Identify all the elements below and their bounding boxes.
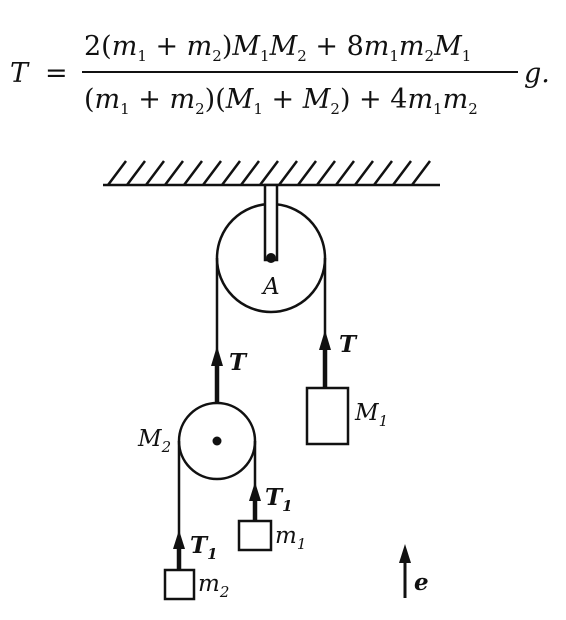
label-m1: m1 [275, 523, 306, 553]
fixed-pulley-A: A [215, 183, 327, 314]
label-M1: M1 [354, 400, 388, 430]
tension-arrow-T-right: T [319, 330, 358, 388]
pulley-A-bracket [263, 183, 279, 262]
ceiling [103, 160, 440, 187]
mass-m2: m2 [163, 568, 229, 601]
formula-g: g. [524, 58, 550, 89]
label-M2: M2 [137, 426, 171, 456]
formula-numerator: 2(m1 + m2)M1M2 + 8m1m2M1 [84, 31, 471, 65]
tension-arrow-T1-m2: T1 [173, 530, 218, 570]
mass-m1: m1 [237, 519, 306, 553]
pulley-M2-axle [212, 436, 222, 446]
mass-m2-block [163, 568, 196, 601]
label-e: e [414, 569, 429, 596]
formula-equals: = [45, 58, 68, 89]
tension-formula: T = 2(m1 + m2)M1M2 + 8m1m2M1 (m1 + m2)(M… [10, 31, 550, 118]
label-m2: m2 [198, 571, 229, 601]
unit-vector-e: e [399, 544, 429, 598]
tension-arrow-T1-m1: T1 [249, 482, 293, 521]
ceiling-hatch [107, 160, 431, 186]
label-T-right: T [339, 331, 358, 358]
mass-M1-block [305, 386, 350, 446]
label-T1-m2: T1 [190, 532, 218, 563]
label-A: A [261, 274, 280, 300]
mass-M1: M1 [305, 386, 388, 446]
formula-denominator: (m1 + m2)(M1 + M2) + 4m1m2 [84, 84, 478, 118]
movable-pulley-M2: M2 [137, 401, 257, 481]
label-T1-m1: T1 [265, 484, 293, 515]
label-T-left: T [229, 349, 248, 376]
tension-arrow-T-left: T [211, 346, 248, 403]
mass-m1-block [237, 519, 273, 552]
formula-lhs: T [10, 58, 30, 89]
pulley-A-axle [266, 253, 276, 263]
